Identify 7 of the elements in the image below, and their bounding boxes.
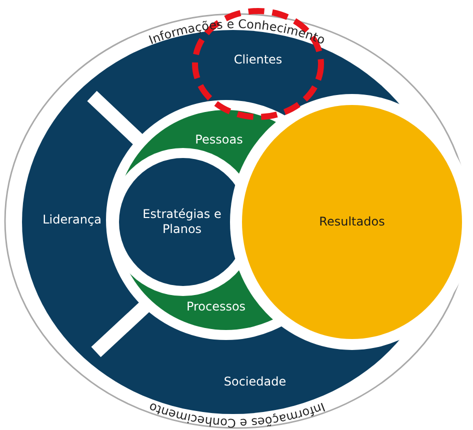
- segment-label: Sociedade: [224, 374, 286, 390]
- segment-label: Estratégias e Planos: [137, 207, 227, 237]
- segment-label: Clientes: [234, 52, 282, 68]
- segment-label: Processos: [186, 300, 246, 314]
- segment-label: Resultados: [319, 214, 385, 230]
- segment-label: Liderança: [42, 212, 102, 228]
- segment-label: Pessoas: [195, 132, 243, 148]
